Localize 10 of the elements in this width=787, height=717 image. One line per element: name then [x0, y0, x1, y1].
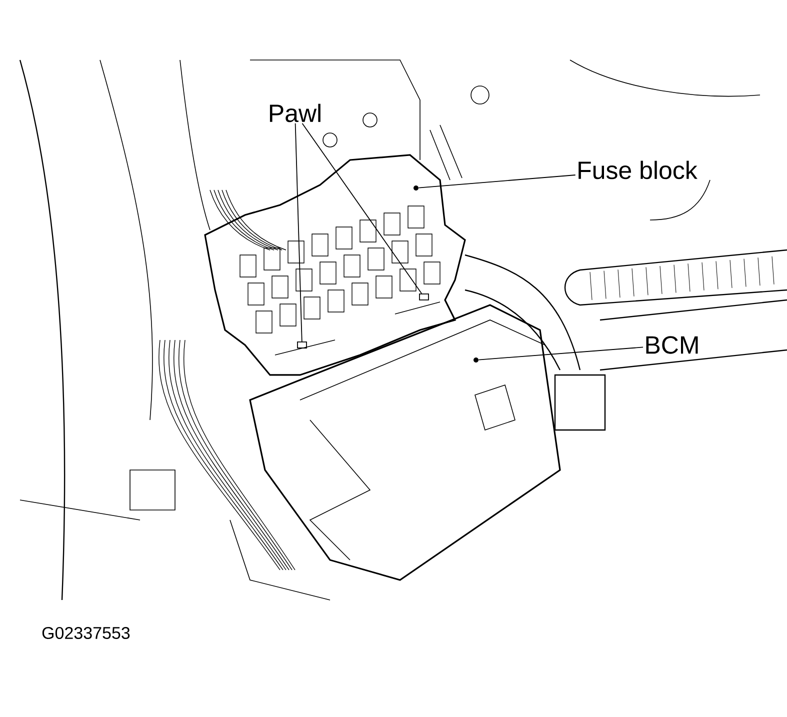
- leader-line: [478, 346, 644, 360]
- callout-label: BCM: [646, 336, 698, 354]
- leader-line: [418, 174, 576, 188]
- pawl-tab: [419, 294, 429, 300]
- leader-line: [294, 122, 302, 342]
- pawl-tab: [297, 342, 307, 348]
- figure-code: G02337553: [42, 626, 130, 639]
- leader-line: [302, 122, 422, 294]
- callout-label: Pawl: [270, 104, 320, 122]
- callout-label: Fuse block: [578, 160, 698, 180]
